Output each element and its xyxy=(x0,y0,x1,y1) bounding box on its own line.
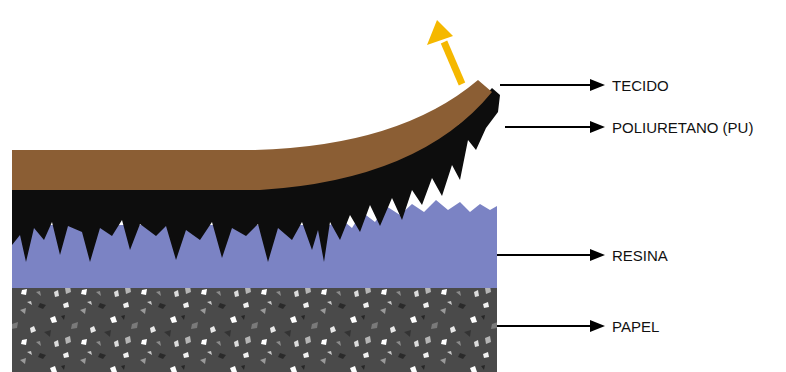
leader-line xyxy=(500,84,592,86)
leader-line xyxy=(497,325,592,327)
part-label: RESINA xyxy=(612,248,668,263)
leader-arrowhead xyxy=(590,249,605,261)
part-label: TECIDO xyxy=(612,78,669,93)
leader-line xyxy=(497,254,592,256)
leader-arrowhead xyxy=(590,320,605,332)
peel-arrow xyxy=(444,42,462,84)
leader-arrowhead xyxy=(590,121,605,133)
paper-layer xyxy=(12,287,497,372)
fabric-layer xyxy=(12,80,492,190)
leader-arrows xyxy=(497,79,605,332)
leader-line xyxy=(505,126,592,128)
part-label: POLIURETANO (PU) xyxy=(612,120,753,135)
leader-arrowhead xyxy=(590,79,605,91)
peel-arrowhead xyxy=(427,20,453,45)
part-label: PAPEL xyxy=(612,319,659,334)
